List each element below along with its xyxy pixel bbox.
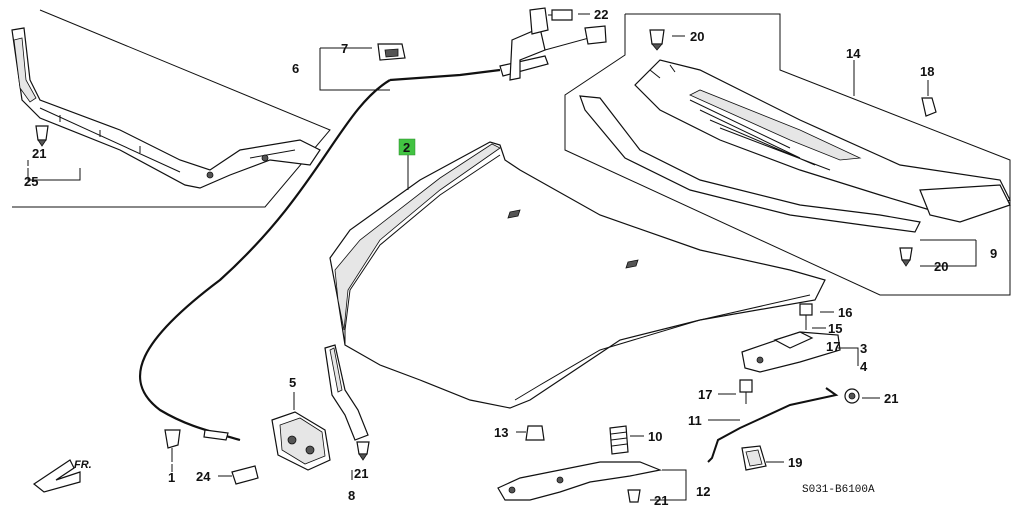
clip-1 <box>164 429 181 462</box>
leader-lines <box>27 13 977 501</box>
callout-6: 6 <box>292 61 299 76</box>
stiffener-12 <box>497 461 663 501</box>
callout-21-center: 21 <box>354 466 368 481</box>
clip-left-inset <box>35 125 49 147</box>
hood-lock <box>271 411 331 471</box>
cowl-seal <box>579 95 921 233</box>
callout-17-lower: 17 <box>698 387 712 402</box>
bolt-17-lower <box>739 379 753 404</box>
callout-24: 24 <box>196 469 211 484</box>
callout-labels: 22 20 7 6 14 18 9 20 2 21 25 5 21 8 1 24… <box>24 7 997 508</box>
callout-16: 17 <box>826 339 840 354</box>
front-direction-label: FR. <box>74 459 92 471</box>
inset-frame-left <box>12 9 331 208</box>
callout-13: 13 <box>494 425 508 440</box>
callout-9: 9 <box>990 246 997 261</box>
inset-frame-right <box>564 13 1011 296</box>
callout-11: 11 <box>688 413 702 428</box>
clip-21-bottom <box>627 489 641 503</box>
callout-23: 22 <box>594 7 608 22</box>
hood <box>329 141 826 409</box>
front-arrow: FR. <box>32 459 92 493</box>
grommet-7 <box>377 43 406 61</box>
callout-21-bottom: 21 <box>654 493 668 508</box>
callout-5: 5 <box>289 375 296 390</box>
holder-18 <box>741 445 767 471</box>
callout-25: 25 <box>24 174 38 189</box>
cushion-13 <box>525 425 545 441</box>
callout-7: 7 <box>341 41 348 56</box>
callout-14: 14 <box>846 46 861 61</box>
hood-hinge-left <box>324 344 369 441</box>
callout-21-inset: 21 <box>32 146 46 161</box>
callout-10: 10 <box>648 429 662 444</box>
hood-latch-bracket <box>509 7 607 81</box>
callout-1: 1 <box>168 470 175 485</box>
striker-3 <box>741 331 841 373</box>
callout-12: 12 <box>696 484 710 499</box>
cushion-10 <box>609 425 629 455</box>
clips-cowl <box>649 29 937 267</box>
bolt-23 <box>548 9 573 21</box>
callout-15: 15 <box>828 321 842 336</box>
grommet-22 <box>844 388 860 404</box>
diagram-code: S031-B6100A <box>802 484 875 496</box>
callout-17-upper: 16 <box>838 305 852 320</box>
hood-seal-bracket <box>11 27 321 189</box>
callout-20-right: 20 <box>934 259 948 274</box>
highlight-2 <box>398 138 416 156</box>
callout-19: 18 <box>920 64 934 79</box>
callout-8: 8 <box>348 488 355 503</box>
callout-2: 2 <box>403 140 410 155</box>
callout-4: 4 <box>860 359 868 374</box>
callout-22: 21 <box>884 391 898 406</box>
callout-18: 19 <box>788 455 802 470</box>
bolt-24 <box>231 465 259 485</box>
bolt-17-upper <box>799 303 813 330</box>
clip-21-center <box>356 441 370 461</box>
callout-3: 3 <box>860 341 867 356</box>
support-rod-11 <box>707 387 839 463</box>
callout-20-top: 20 <box>690 29 704 44</box>
cowl-top <box>634 59 1011 223</box>
